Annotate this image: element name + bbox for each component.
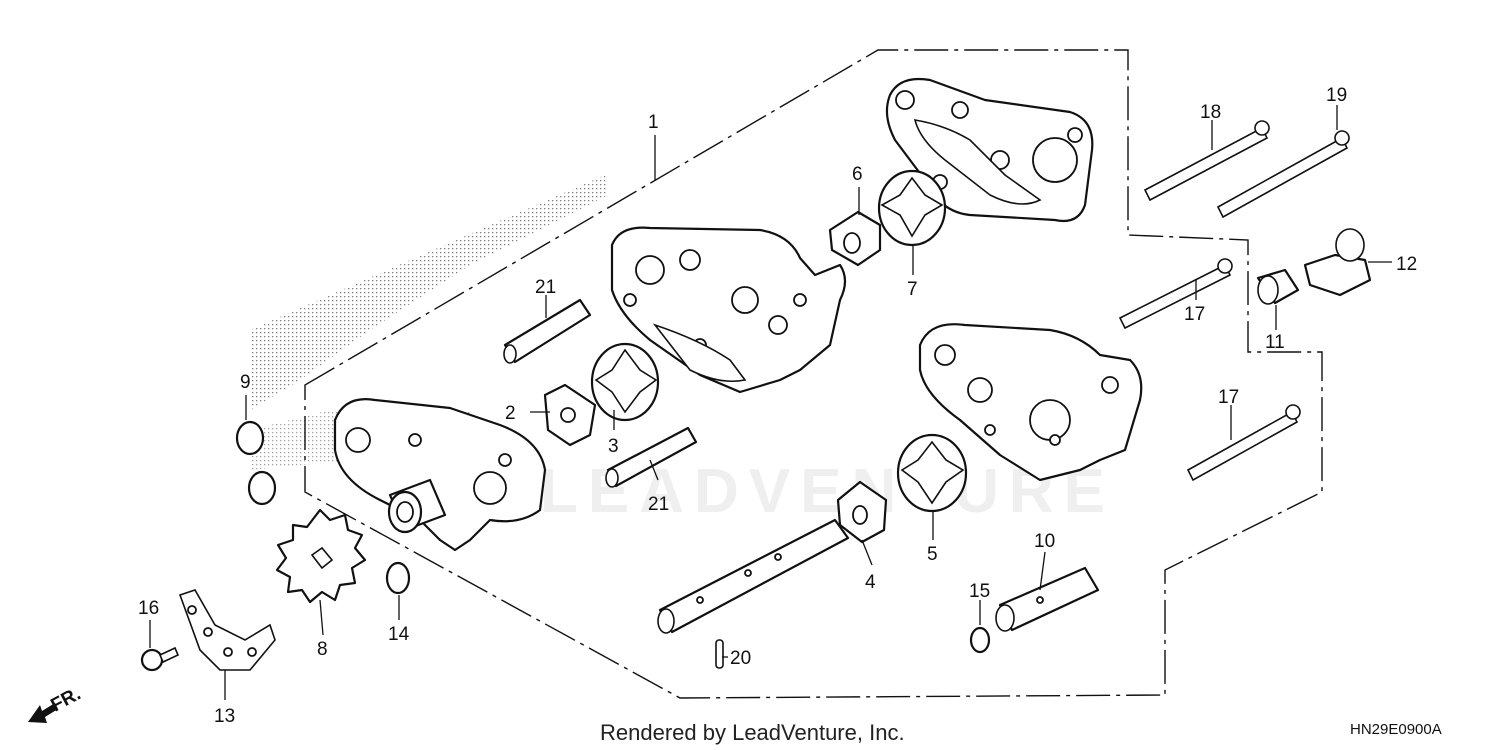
inner-rotor-4 bbox=[836, 480, 888, 544]
assembly-outline bbox=[304, 49, 1323, 699]
callout-17-upper: 17 bbox=[1184, 304, 1205, 325]
drive-chain-13 bbox=[178, 589, 276, 671]
bolt-17-upper bbox=[1118, 258, 1233, 330]
callout-17-lower: 17 bbox=[1218, 387, 1239, 408]
bolt-16 bbox=[140, 646, 180, 672]
callout-10: 10 bbox=[1034, 531, 1055, 552]
bolt-19 bbox=[1216, 130, 1350, 219]
pump-body-right bbox=[918, 323, 1143, 482]
outer-rotor-7 bbox=[877, 169, 947, 247]
footer-credit: Rendered by LeadVenture, Inc. bbox=[600, 720, 905, 745]
callout-3: 3 bbox=[608, 436, 619, 457]
sprocket-8 bbox=[275, 508, 367, 604]
screen-12 bbox=[1303, 228, 1372, 297]
callout-21-upper: 21 bbox=[535, 277, 556, 298]
dowel-pin-21-lower bbox=[605, 426, 698, 488]
callout-20: 20 bbox=[730, 648, 751, 669]
pump-shaft-20 bbox=[657, 518, 850, 634]
outer-rotor-5 bbox=[896, 433, 968, 513]
callout-5: 5 bbox=[927, 544, 938, 565]
bolt-18 bbox=[1143, 120, 1270, 202]
callout-2: 2 bbox=[505, 403, 516, 424]
callout-11: 11 bbox=[1265, 332, 1285, 353]
collar-11 bbox=[1256, 268, 1300, 305]
callout-19: 19 bbox=[1326, 85, 1347, 106]
callout-4: 4 bbox=[865, 572, 876, 593]
callout-7: 7 bbox=[907, 279, 918, 300]
callout-16: 16 bbox=[138, 598, 159, 619]
inner-rotor-2 bbox=[543, 383, 597, 447]
callout-6: 6 bbox=[852, 164, 863, 185]
o-ring-9-upper bbox=[235, 420, 265, 456]
callout-15: 15 bbox=[969, 581, 990, 602]
pump-body-center bbox=[610, 226, 847, 394]
callout-9: 9 bbox=[240, 372, 251, 393]
pin-20 bbox=[715, 639, 724, 669]
leader-lines bbox=[149, 105, 1392, 700]
o-ring-9-lower bbox=[247, 470, 277, 506]
callout-1: 1 bbox=[648, 112, 659, 133]
dowel-pin-21-upper bbox=[503, 298, 592, 364]
outer-rotor-3 bbox=[590, 342, 660, 422]
callout-21-lower: 21 bbox=[648, 494, 669, 515]
inner-rotor-6 bbox=[828, 210, 882, 267]
diagram-code: HN29E0900A bbox=[1350, 721, 1442, 738]
pump-body-left bbox=[333, 398, 547, 552]
callout-12: 12 bbox=[1396, 254, 1417, 275]
callout-13: 13 bbox=[214, 706, 235, 727]
o-ring-15 bbox=[969, 626, 991, 654]
pipe-10 bbox=[995, 566, 1100, 632]
o-ring-14 bbox=[385, 561, 411, 595]
stipple-shadow bbox=[250, 175, 608, 410]
callout-14: 14 bbox=[388, 624, 410, 645]
bolt-17-lower bbox=[1186, 404, 1301, 482]
front-direction-arrow: FR. bbox=[28, 684, 84, 723]
callout-18: 18 bbox=[1200, 102, 1221, 123]
callout-8: 8 bbox=[317, 639, 328, 660]
